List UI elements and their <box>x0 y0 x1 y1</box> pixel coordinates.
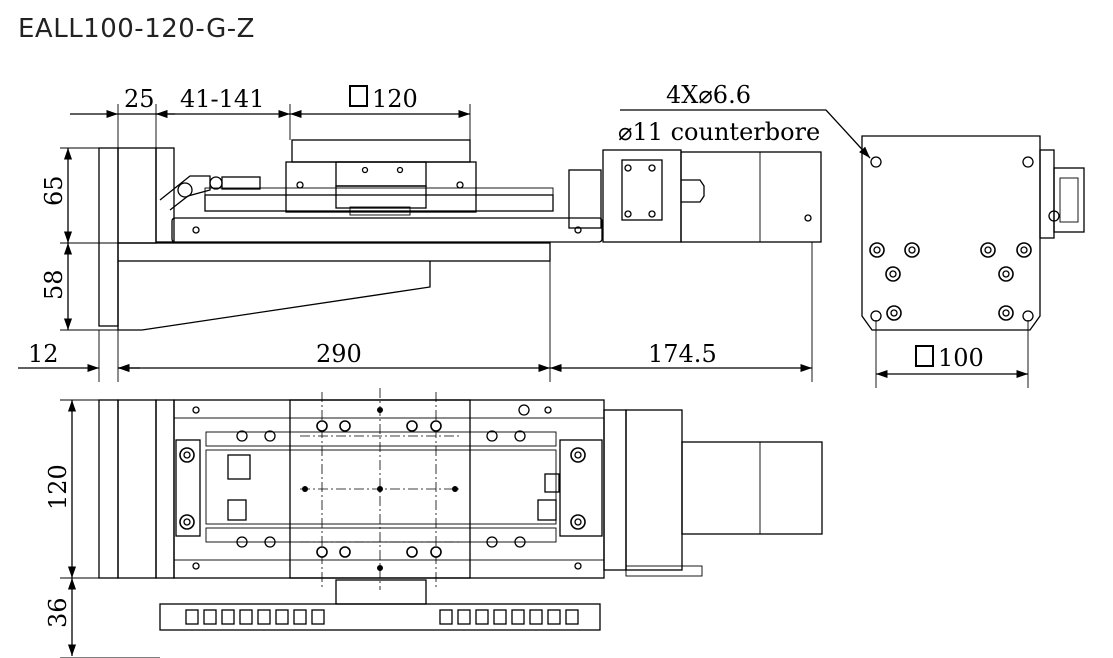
square-symbol-120 <box>349 85 368 107</box>
side-view-dimensions <box>18 104 813 382</box>
dim-174-5: 174.5 <box>648 340 717 368</box>
dim-25: 25 <box>124 85 155 113</box>
end-view <box>620 109 1085 388</box>
holes-callout-line1: 4X⌀6.6 <box>666 81 751 109</box>
dim-12: 12 <box>28 340 59 368</box>
square-symbol-100 <box>915 345 934 367</box>
side-view <box>98 139 822 331</box>
top-view-dimensions <box>60 399 160 658</box>
holes-callout-line2: ⌀11 counterbore <box>618 118 820 146</box>
cable-chain-links <box>185 609 579 625</box>
dim-58: 58 <box>40 269 68 300</box>
dim-65: 65 <box>40 175 68 206</box>
dim-120-square: 120 <box>372 85 418 113</box>
dim-290: 290 <box>316 340 362 368</box>
dim-36: 36 <box>44 597 72 628</box>
drawing-title: EALL100-120-G-Z <box>18 14 255 44</box>
dim-120: 120 <box>44 464 72 510</box>
top-view <box>98 388 823 631</box>
dim-100-square: 100 <box>938 344 984 372</box>
dim-41-141: 41-141 <box>180 85 264 113</box>
